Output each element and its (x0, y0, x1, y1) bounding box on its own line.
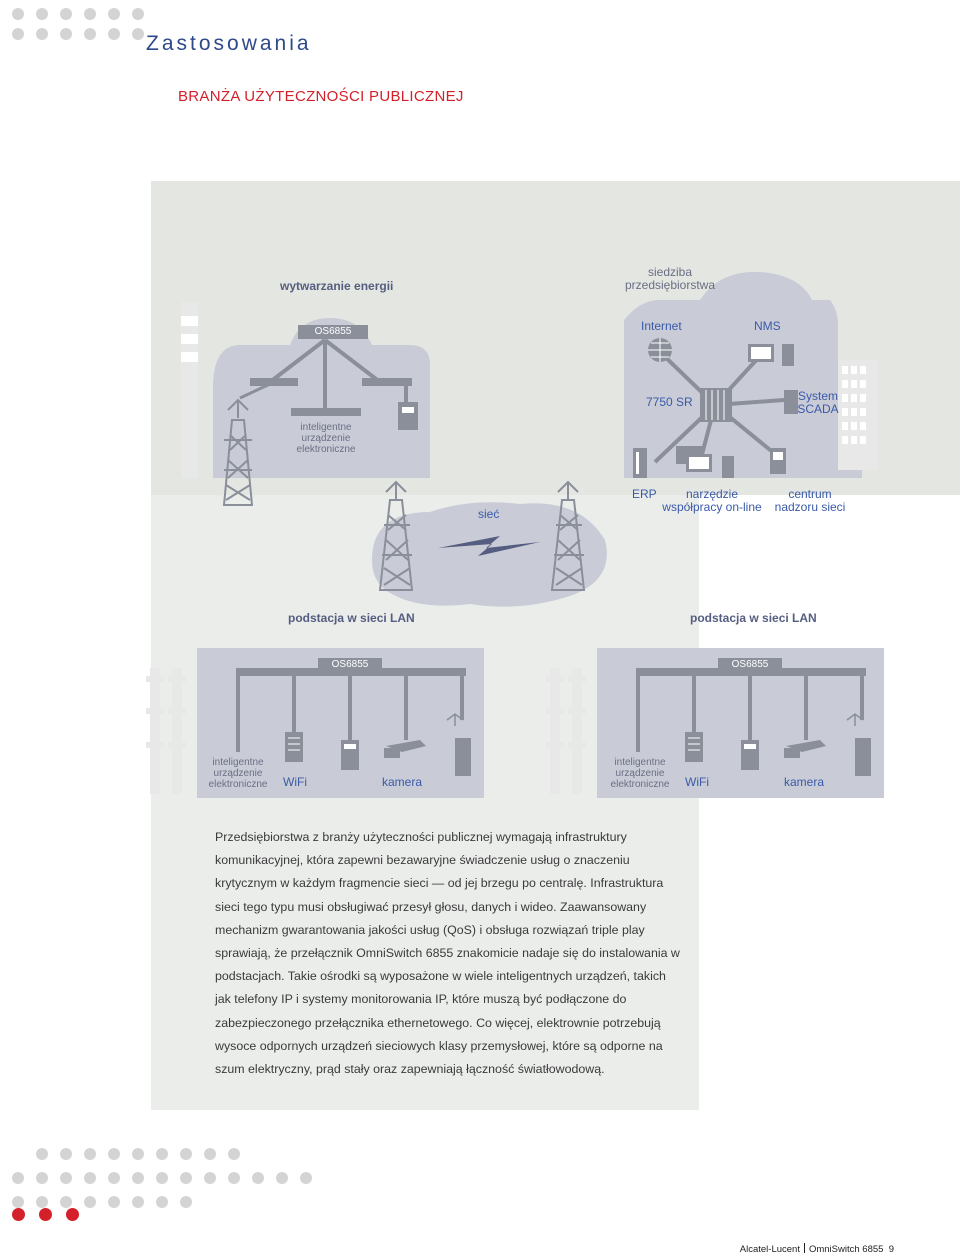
server-icon (784, 390, 798, 414)
control-phone-icon (770, 448, 786, 474)
os6855-switch-top: OS6855 (298, 325, 368, 339)
substation-right-columns (546, 668, 586, 794)
generation-label: wytwarzanie energii (280, 279, 394, 293)
footer-separator (803, 1243, 805, 1253)
erp-server-icon (633, 448, 647, 478)
link-bolt-icon (438, 536, 540, 556)
page-title: Zastosowania (146, 32, 312, 55)
substation-right-title: podstacja w sieci LAN (690, 611, 817, 625)
ied-label-top: inteligentne urządzenie elektroniczne (296, 422, 356, 455)
router-label: 7750 SR (646, 395, 693, 409)
cloud-tower-right-icon (550, 480, 586, 591)
substation-left-title: podstacja w sieci LAN (288, 611, 415, 625)
page-number: 9 (888, 1244, 894, 1255)
monitor-device-icon (855, 738, 871, 776)
nms-label: NMS (754, 319, 781, 333)
wifi-icon (685, 732, 703, 762)
body-paragraph: Przedsiębiorstwa z branży użyteczności p… (215, 830, 680, 1077)
phone-icon (398, 402, 418, 430)
scada-label: System SCADA (797, 389, 839, 416)
footer-brand: Alcatel-Lucent (739, 1244, 800, 1255)
wifi-icon (285, 732, 303, 762)
collab-label: narzędzie współpracy on-line (662, 487, 762, 514)
os6855-switch-right: OS6855 (718, 658, 782, 672)
erp-label: ERP (632, 487, 657, 501)
footer-product: OmniSwitch 6855 (808, 1244, 884, 1255)
camera-label-right: kamera (784, 775, 825, 789)
control-center-label: centrum nadzoru sieci (774, 487, 846, 514)
camera-label-left: kamera (382, 775, 423, 789)
substation-left-columns (146, 668, 186, 794)
transmission-tower-icon (222, 398, 254, 506)
network-cloud (372, 502, 607, 607)
network-label: sieć (478, 507, 500, 521)
chimney-icon (181, 302, 198, 478)
os6855-switch-left: OS6855 (318, 658, 382, 672)
cloud-tower-left-icon (378, 480, 414, 591)
ied-label-left: inteligentne urządzenie elektroniczne (208, 757, 268, 790)
ied-label-right: inteligentne urządzenie elektroniczne (610, 757, 670, 790)
internet-label: Internet (641, 319, 682, 333)
power-plant-building (213, 318, 430, 478)
wifi-label-right: WiFi (685, 775, 709, 789)
section-title: BRANŻA UŻYTECZNOŚCI PUBLICZNEJ (178, 88, 464, 105)
wifi-label-left: WiFi (283, 775, 307, 789)
page-footer: Alcatel-Lucent OmniSwitch 6855 9 (740, 1243, 894, 1255)
hq-label: siedziba przedsiębiorstwa (624, 265, 716, 292)
monitor-device-icon (455, 738, 471, 776)
office-tower-icon (838, 360, 878, 470)
router-icon (700, 388, 732, 422)
